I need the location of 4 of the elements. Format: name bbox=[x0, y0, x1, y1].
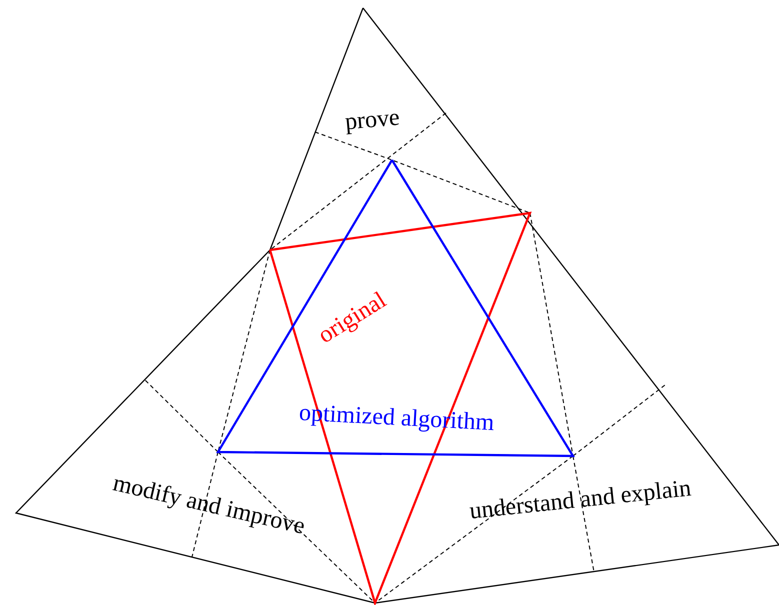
region-label: prove bbox=[344, 106, 400, 134]
region-label: modify and improve bbox=[110, 471, 308, 539]
region-label: understand and explain bbox=[468, 476, 692, 524]
triangle-label: optimized algorithm bbox=[298, 400, 494, 436]
